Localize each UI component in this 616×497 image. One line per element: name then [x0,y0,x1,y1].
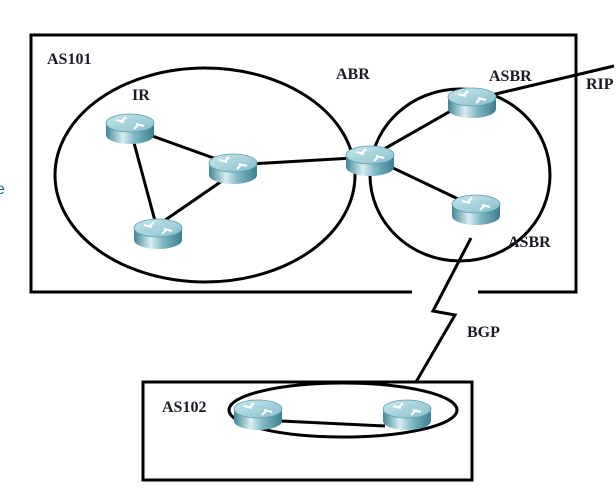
router-icon[interactable] [133,218,183,250]
ir-label: IR [132,87,150,104]
asbr-router-icon[interactable] [451,194,501,226]
as102-boundary [141,380,474,482]
as102-ellipse [227,381,459,439]
bgp-label: BGP [467,324,500,341]
abr-router-icon[interactable] [345,145,395,177]
router-icon[interactable] [233,399,283,431]
asbr-top-label: ASBR [489,68,532,85]
router-icon[interactable] [105,113,155,145]
link [280,419,386,428]
router-icon[interactable] [382,399,432,431]
abr-label: ABR [336,66,370,83]
router-icon[interactable] [208,153,258,185]
margin-text-fragment: e [0,181,5,198]
area-ir-ellipse [53,66,357,284]
as101-boundary [29,33,578,294]
rip-label: RIP [586,76,614,93]
bgp-serial-link [414,237,473,383]
as101-label: AS101 [47,51,91,68]
asbr-bottom-label: ASBR [508,234,551,251]
as102-label: AS102 [162,399,206,416]
link [128,127,160,233]
asbr-router-icon[interactable] [447,87,497,119]
